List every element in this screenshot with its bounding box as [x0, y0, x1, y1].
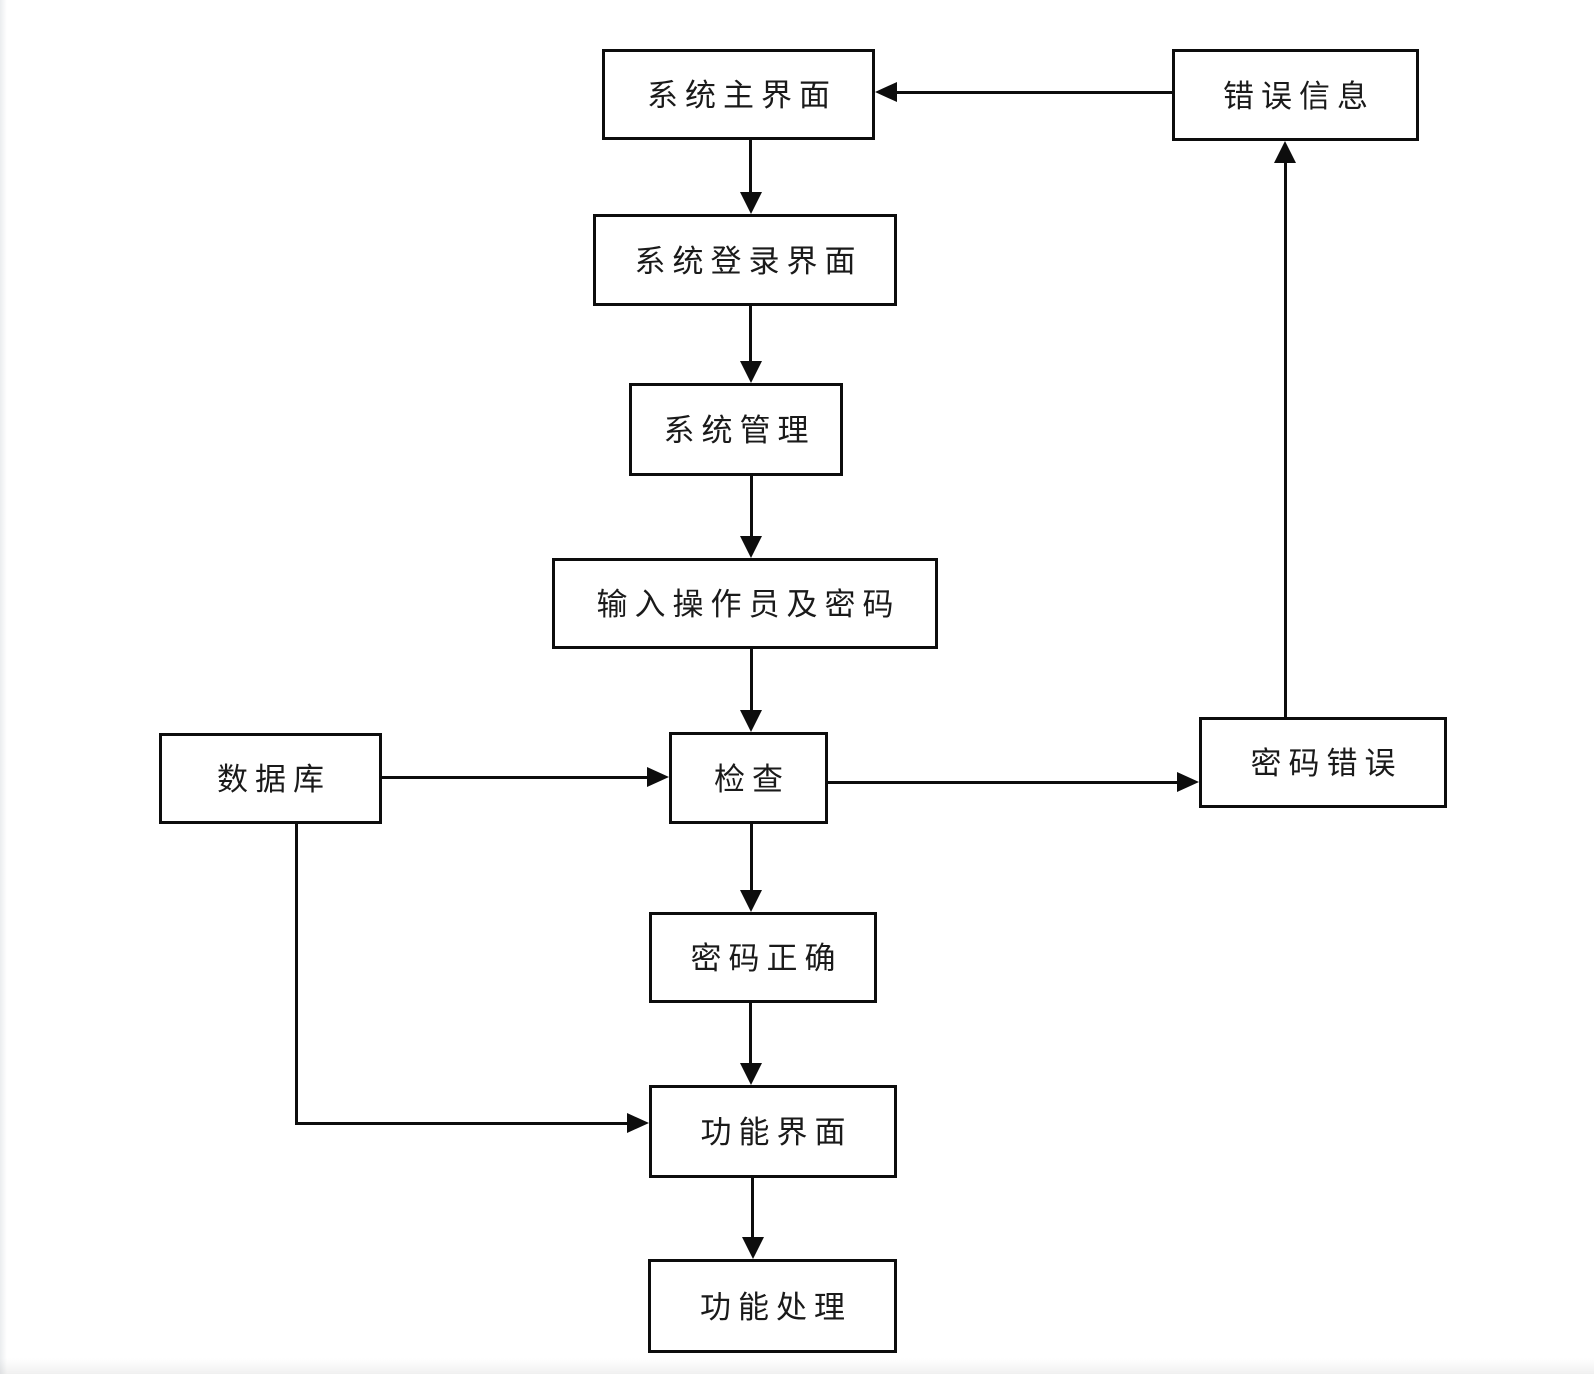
arrowhead-down-icon: [740, 192, 762, 214]
edge-line: [382, 776, 649, 779]
arrowhead-left-icon: [875, 82, 897, 102]
edge-line: [751, 1178, 754, 1239]
node-system-mgmt: 系统管理: [629, 383, 843, 476]
edge-line: [295, 824, 298, 1125]
node-label: 错误信息: [1223, 78, 1375, 114]
node-password-wrong: 密码错误: [1199, 717, 1447, 808]
arrowhead-down-icon: [740, 1063, 762, 1085]
node-function-ui: 功能界面: [649, 1085, 897, 1178]
page-edge-left: [0, 0, 7, 1374]
arrowhead-right-icon: [1177, 772, 1199, 792]
node-label: 数据库: [217, 762, 331, 797]
edge-line: [749, 1003, 752, 1065]
arrowhead-right-icon: [647, 767, 669, 787]
node-password-correct: 密码正确: [649, 912, 877, 1003]
node-database: 数据库: [159, 733, 382, 824]
edge-line: [897, 91, 1172, 94]
node-check: 检查: [669, 732, 828, 824]
arrowhead-down-icon: [740, 890, 762, 912]
node-function-process: 功能处理: [648, 1259, 897, 1353]
node-system-main: 系统主界面: [602, 49, 875, 140]
node-label: 功能界面: [700, 1115, 853, 1150]
arrowhead-right-icon: [627, 1113, 649, 1133]
node-input-operator-password: 输入操作员及密码: [552, 558, 938, 649]
node-label: 密码错误: [1250, 746, 1403, 781]
node-system-login: 系统登录界面: [593, 214, 897, 306]
edge-line: [828, 781, 1179, 784]
node-label: 系统登录界面: [634, 243, 863, 279]
node-label: 输入操作员及密码: [596, 587, 901, 622]
node-label: 检查: [714, 761, 790, 797]
arrowhead-down-icon: [740, 536, 762, 558]
node-error-info: 错误信息: [1172, 49, 1419, 141]
edge-line: [749, 140, 752, 194]
edge-line: [749, 306, 752, 363]
arrowhead-up-icon: [1274, 141, 1296, 163]
edge-line: [1284, 161, 1287, 717]
arrowhead-down-icon: [742, 1237, 764, 1259]
node-label: 功能处理: [700, 1289, 852, 1325]
node-label: 密码正确: [690, 941, 843, 976]
arrowhead-down-icon: [740, 710, 762, 732]
edge-line: [750, 649, 753, 712]
node-label: 系统主界面: [647, 78, 837, 113]
edge-line: [295, 1122, 629, 1125]
edge-line: [750, 476, 753, 538]
node-label: 系统管理: [663, 413, 816, 448]
edge-line: [750, 824, 753, 892]
arrowhead-down-icon: [740, 361, 762, 383]
page-edge-bottom: [0, 1358, 1594, 1374]
